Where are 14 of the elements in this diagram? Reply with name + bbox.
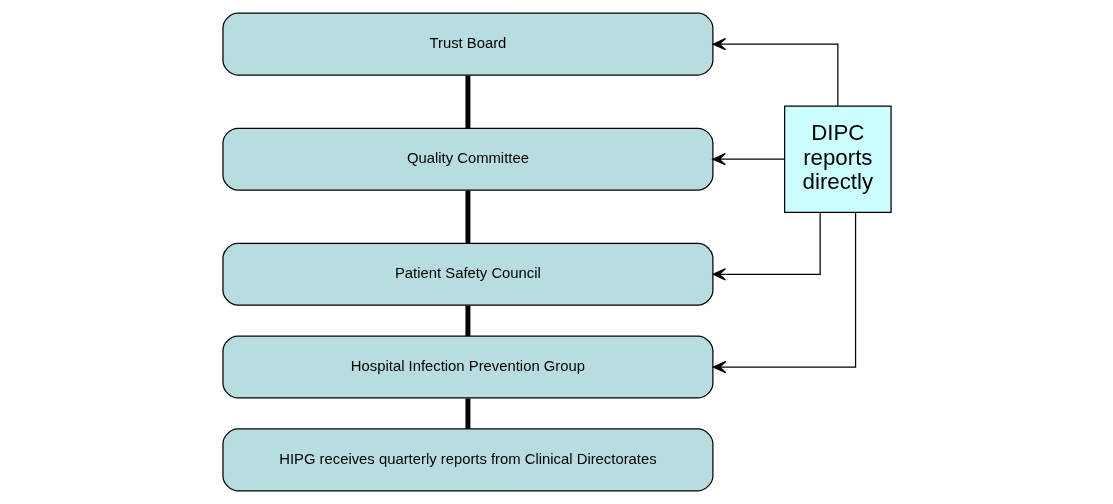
- connector: [464, 190, 470, 244]
- arrow: [711, 153, 785, 166]
- node-box: Trust Board: [221, 12, 713, 76]
- connector: [464, 305, 470, 336]
- connector: [464, 75, 470, 129]
- arrow: [711, 212, 821, 281]
- connector: [464, 398, 470, 429]
- node-box: Patient Safety Council: [221, 242, 713, 306]
- node-box: DIPC reports directly: [783, 105, 892, 214]
- node-box: HIPG receives quarterly reports from Clinical Directorates: [221, 428, 713, 492]
- arrow: [712, 212, 856, 374]
- node-box: Quality Committee: [221, 127, 713, 191]
- arrow: [712, 37, 838, 107]
- node-box: Hospital Infection Prevention Group: [221, 335, 713, 399]
